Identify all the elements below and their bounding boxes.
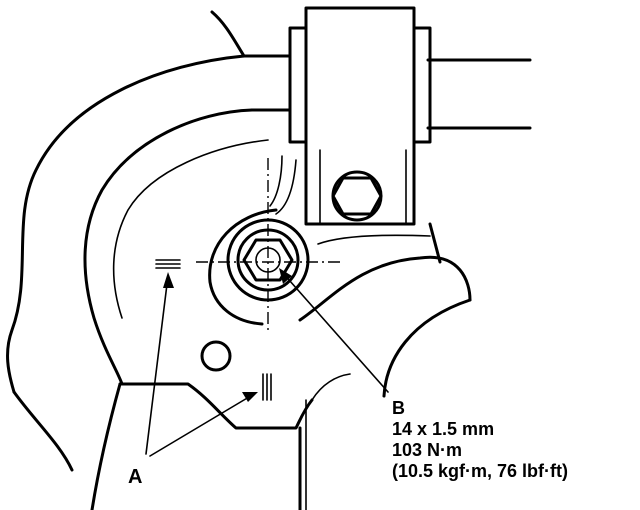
lower-bracket-base (90, 382, 122, 510)
lower-bracket-outline (118, 382, 314, 430)
alignment-mark-vertical (262, 373, 272, 401)
knuckle-upper-link (275, 159, 297, 215)
main-bolt-hex-head (242, 238, 294, 282)
clamp-bolt-head (331, 176, 383, 216)
callout-a-label: A (128, 466, 143, 488)
leader-a-arrowhead-2 (242, 392, 258, 402)
alignment-mark-horizontal (155, 259, 181, 269)
leader-b-to-bolt (281, 271, 389, 393)
callout-b-torque-alt: (10.5 kgf·m, 76 lbf·ft) (392, 461, 569, 481)
frame-bottom-left (12, 390, 74, 472)
clamp-cap-right (412, 26, 432, 144)
clamp-housing (304, 6, 416, 226)
frame-inner-arc (83, 108, 254, 386)
callout-b-block: B 14 x 1.5 mm 103 N·m (10.5 kgf·m, 76 lb… (392, 398, 568, 482)
callout-b-size: 14 x 1.5 mm (392, 419, 495, 439)
leader-a-to-vertical-mark (149, 393, 255, 457)
upper-bracket-left (210, 10, 246, 58)
frame-outer-arc (6, 54, 246, 394)
knuckle-body (208, 208, 278, 326)
lower-hole (200, 340, 232, 372)
leader-a-to-horizontal-mark (145, 275, 169, 455)
callout-b-letter: B (392, 398, 405, 418)
clamp-cap-left (288, 26, 308, 144)
leader-a-arrowhead-1 (163, 272, 174, 288)
leader-b-arrowhead (279, 268, 292, 284)
knuckle-band (317, 234, 431, 245)
callout-b-torque-nm: 103 N·m (392, 440, 463, 460)
knuckle-right-curve (382, 298, 472, 398)
knuckle-upper-link-2 (269, 155, 283, 207)
frame-inner-arc-2 (112, 139, 269, 319)
lower-bracket-right (311, 373, 351, 401)
knuckle-right-edge (428, 222, 442, 264)
knuckle-lower-arm (298, 255, 472, 322)
